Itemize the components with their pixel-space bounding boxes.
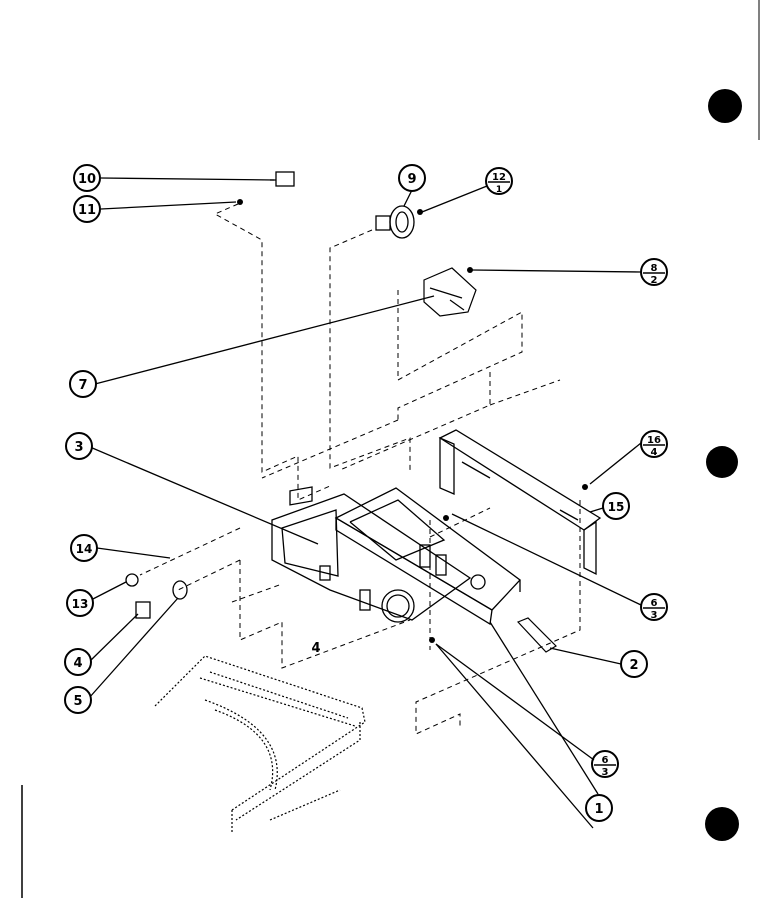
svg-text:14: 14 [76, 542, 93, 556]
panel-label: 4 [311, 641, 320, 656]
callout-10: 10 [73, 164, 101, 192]
binder-hole-bottom [705, 807, 739, 841]
callout-6-3-upper: 6 3 [640, 593, 668, 621]
screw-part-8 [467, 267, 473, 273]
svg-text:1: 1 [496, 185, 502, 195]
binder-hole-top [708, 89, 742, 123]
callout-1: 1 [585, 794, 613, 822]
callout-3: 3 [65, 432, 93, 460]
cabinet-top [154, 655, 366, 832]
svg-text:8: 8 [651, 263, 658, 274]
svg-text:10: 10 [78, 172, 96, 187]
screw-part-16 [582, 484, 588, 490]
callout-11: 11 [73, 195, 101, 223]
svg-text:5: 5 [73, 694, 82, 709]
svg-text:15: 15 [608, 500, 625, 514]
svg-text:4: 4 [651, 447, 658, 458]
screw-part-6-lower [429, 637, 435, 643]
callout-leader-lines [88, 177, 642, 829]
callout-15: 15 [602, 492, 630, 520]
callout-6-3-lower: 6 3 [591, 750, 619, 778]
svg-text:16: 16 [647, 435, 661, 446]
svg-text:3: 3 [651, 610, 658, 621]
callout-13: 13 [66, 589, 94, 617]
knob-part-13 [125, 573, 139, 587]
svg-text:2: 2 [651, 275, 658, 286]
binder-hole-middle [706, 446, 738, 478]
svg-text:9: 9 [407, 172, 416, 187]
callout-4: 4 [64, 648, 92, 676]
callout-8-2: 8 2 [640, 258, 668, 286]
knob-part [375, 205, 415, 239]
leader-6-3-lower [435, 643, 595, 761]
svg-text:11: 11 [78, 203, 96, 218]
svg-text:12: 12 [492, 172, 506, 183]
timer-assembly [423, 267, 477, 317]
washer-part-5 [172, 580, 188, 600]
dashed-leader-lines [139, 203, 581, 735]
control-panel-face [271, 486, 472, 623]
callout-2: 2 [620, 650, 648, 678]
screw-part-12 [417, 209, 423, 215]
svg-text:6: 6 [602, 755, 609, 766]
callout-14: 14 [70, 534, 98, 562]
svg-text:2: 2 [629, 658, 638, 673]
svg-text:3: 3 [74, 440, 83, 455]
switch-part [270, 171, 295, 187]
callout-16-4: 16 4 [640, 430, 668, 458]
svg-text:4: 4 [73, 656, 82, 671]
callout-7: 7 [69, 370, 97, 398]
svg-text:13: 13 [72, 597, 89, 611]
callout-12-1: 12 1 [485, 167, 513, 195]
svg-text:1: 1 [594, 802, 603, 817]
rear-bracket [438, 429, 602, 576]
svg-text:3: 3 [602, 767, 609, 778]
callout-9: 9 [398, 164, 426, 192]
trim-strip [516, 617, 557, 653]
backsplash-housing [334, 487, 521, 626]
svg-text:6: 6 [651, 598, 658, 609]
svg-text:7: 7 [78, 378, 87, 393]
screw-part-6-upper [443, 515, 449, 521]
nut-part-11 [237, 199, 243, 205]
button-part-4 [135, 601, 151, 619]
callout-5: 5 [64, 686, 92, 714]
